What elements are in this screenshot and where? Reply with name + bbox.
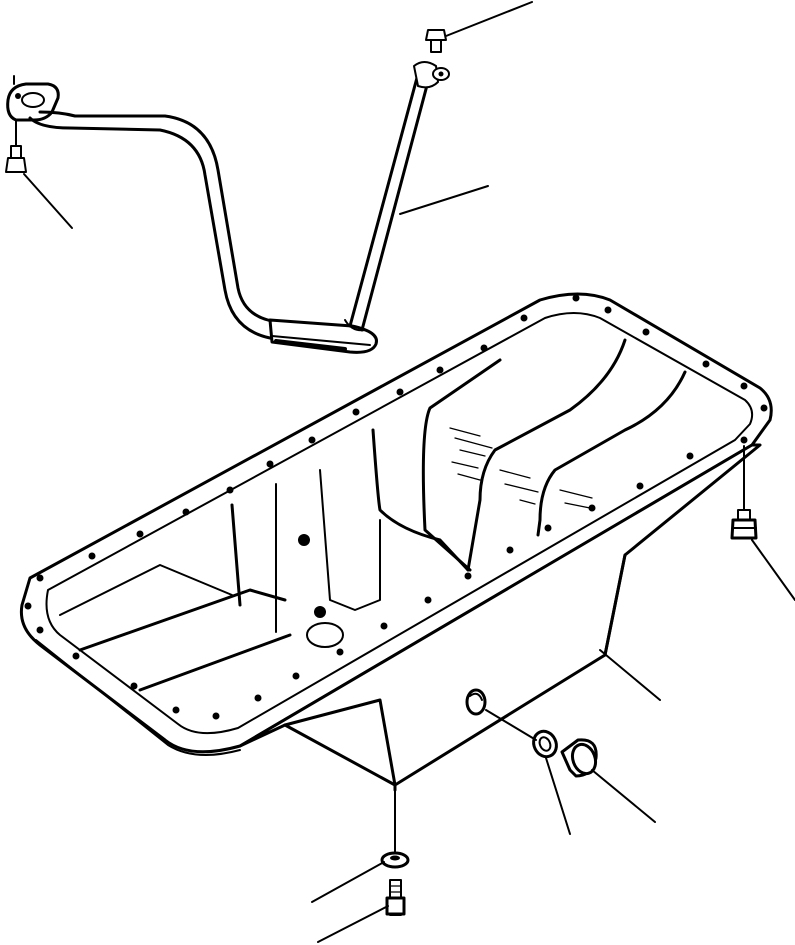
pipe-upper-edge	[28, 116, 347, 347]
pan-flange-bolt-holes	[24, 294, 768, 720]
pipe-end-line	[271, 335, 371, 346]
drain-axis-line	[485, 709, 537, 741]
bottom-stud-nut	[385, 896, 406, 916]
pan-inner-baffle	[319, 469, 381, 611]
pipe-end-shadow	[274, 339, 347, 351]
bracket-left-edge	[348, 72, 420, 328]
bracket-foot	[344, 319, 366, 332]
leader-bottom-washer	[311, 861, 385, 903]
bracket-right-edge	[360, 72, 432, 332]
pan-lower-lip	[35, 639, 241, 756]
pan-flange-inner	[45, 312, 754, 735]
bottom-stud	[385, 879, 406, 916]
pipe-flange-bolt-shank	[10, 145, 22, 159]
suction-pipe	[6, 82, 378, 354]
drain-plug-gasket	[532, 729, 558, 759]
leader-pipe-flange-bolt	[23, 173, 73, 229]
bracket-bolt	[425, 29, 450, 81]
drain-plug	[560, 738, 598, 778]
bracket-bolt-head	[425, 29, 447, 41]
bracket-bolt-shank	[430, 39, 442, 53]
pan-inner-left-wall	[230, 503, 242, 607]
bracket-top-tab	[413, 61, 439, 89]
pan-sump-body	[238, 443, 762, 787]
leader-lines	[13, 1, 795, 943]
oil-pan	[19, 292, 773, 792]
pan-inner-back-wall	[421, 358, 502, 572]
leader-bracket	[399, 185, 489, 215]
leader-oil-pan	[599, 649, 661, 701]
support-bracket	[344, 61, 439, 332]
pipe-flange-hole	[21, 92, 45, 108]
leader-pan-bolt	[751, 539, 795, 601]
pipe-flange-bolt-head	[5, 157, 27, 173]
pan-inner-rib-2	[536, 370, 687, 537]
leader-drain-plug	[591, 769, 656, 823]
pan-inner-center-wall	[371, 428, 470, 572]
pan-floor-rib-1	[78, 588, 287, 652]
drain-plug-head	[570, 742, 598, 776]
pan-floor-edge	[59, 564, 233, 616]
pan-baffle-hole-1	[298, 534, 310, 546]
pan-inner-rib-1	[466, 338, 627, 572]
pan-baffle-hole-2	[314, 606, 326, 618]
pipe-flange-bolt	[5, 119, 27, 173]
leader-drain-gasket	[545, 757, 571, 835]
bottom-washer	[380, 851, 410, 869]
pan-sump-left-face	[283, 698, 397, 787]
pan-shading	[449, 427, 593, 509]
leader-bracket-bolt	[445, 1, 533, 37]
pan-mounting-bolt	[730, 445, 758, 540]
pipe-lower-edge	[38, 110, 352, 332]
pan-sump-corner	[603, 553, 627, 657]
pan-pickup-boss	[306, 622, 344, 648]
flange-bolt-hole	[15, 93, 21, 99]
leader-bottom-stud	[317, 905, 389, 943]
pan-floor-rib-2	[138, 633, 292, 692]
